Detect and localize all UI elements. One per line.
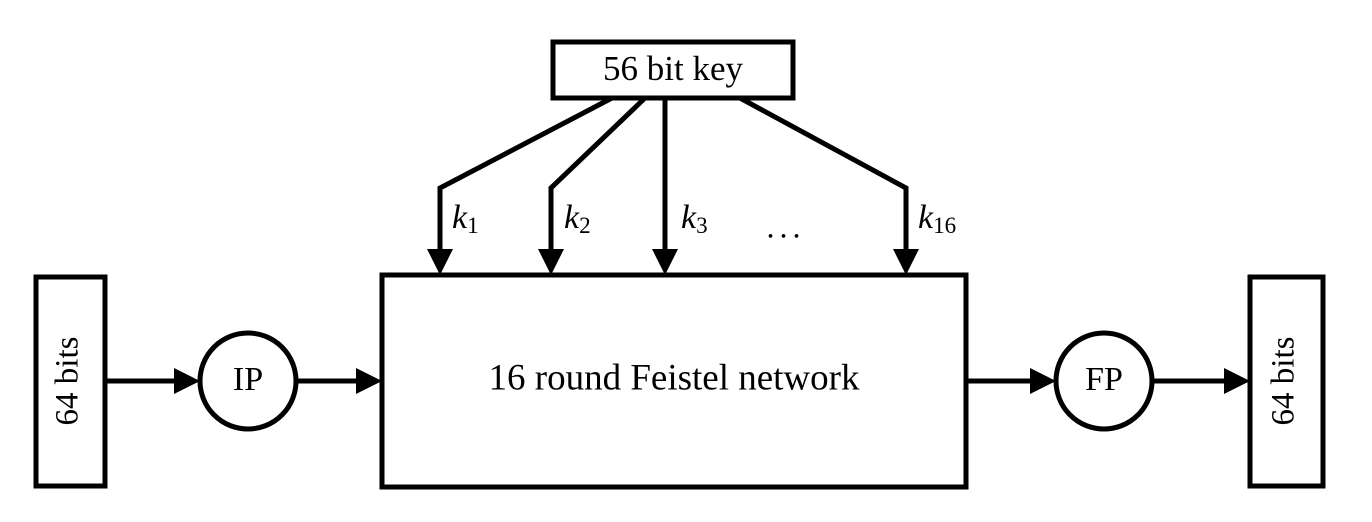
output-block-rect xyxy=(1247,274,1326,489)
arrowhead-ip-to-feistel xyxy=(356,368,382,394)
fp-circle-label: FP xyxy=(1085,361,1123,398)
arrowhead-k2 xyxy=(538,249,564,275)
subkey-arrowheads xyxy=(427,249,919,275)
subkey-label-k1: k1 xyxy=(452,199,479,240)
feistel-box-label: 16 round Feistel network xyxy=(489,357,860,398)
arrowhead-k3 xyxy=(652,249,678,275)
arrowhead-k16 xyxy=(893,249,919,275)
key-box: 56 bit key xyxy=(550,39,796,101)
fp-circle: FP xyxy=(1053,330,1155,432)
key-box-label: 56 bit key xyxy=(603,49,743,88)
subkey-label-k2: k2 xyxy=(564,199,591,240)
subkey-line-k2 xyxy=(548,96,647,249)
arrowhead-feistel-to-fp xyxy=(1030,368,1056,394)
input-block: 64 bits xyxy=(33,274,108,489)
arrowhead-k1 xyxy=(427,249,453,275)
subkey-line-k16 xyxy=(738,95,909,249)
ip-circle-label: IP xyxy=(233,361,263,398)
arrowhead-input-to-ip xyxy=(174,368,200,394)
arrowhead-fp-to-output xyxy=(1224,368,1250,394)
subkey-fanout-lines xyxy=(437,95,909,249)
edge-feistel-to-fp xyxy=(966,368,1056,394)
output-block: 64 bits xyxy=(1247,274,1326,489)
input-block-label: 64 bits xyxy=(50,337,86,426)
edge-fp-to-output xyxy=(1152,368,1250,394)
edge-input-to-ip xyxy=(105,368,200,394)
edge-ip-to-feistel xyxy=(296,368,382,394)
ip-circle: IP xyxy=(197,330,299,432)
subkey-ellipsis: ... xyxy=(767,208,806,244)
key-box-rect xyxy=(550,39,796,101)
output-block-label: 64 bits xyxy=(1266,337,1302,426)
subkey-line-k1 xyxy=(437,95,614,249)
subkey-labels: k1 k2 k3 k16 ... xyxy=(452,199,956,245)
feistel-box: 16 round Feistel network xyxy=(379,272,969,490)
subkey-label-k3: k3 xyxy=(681,199,708,240)
subkey-label-k16: k16 xyxy=(918,199,956,240)
